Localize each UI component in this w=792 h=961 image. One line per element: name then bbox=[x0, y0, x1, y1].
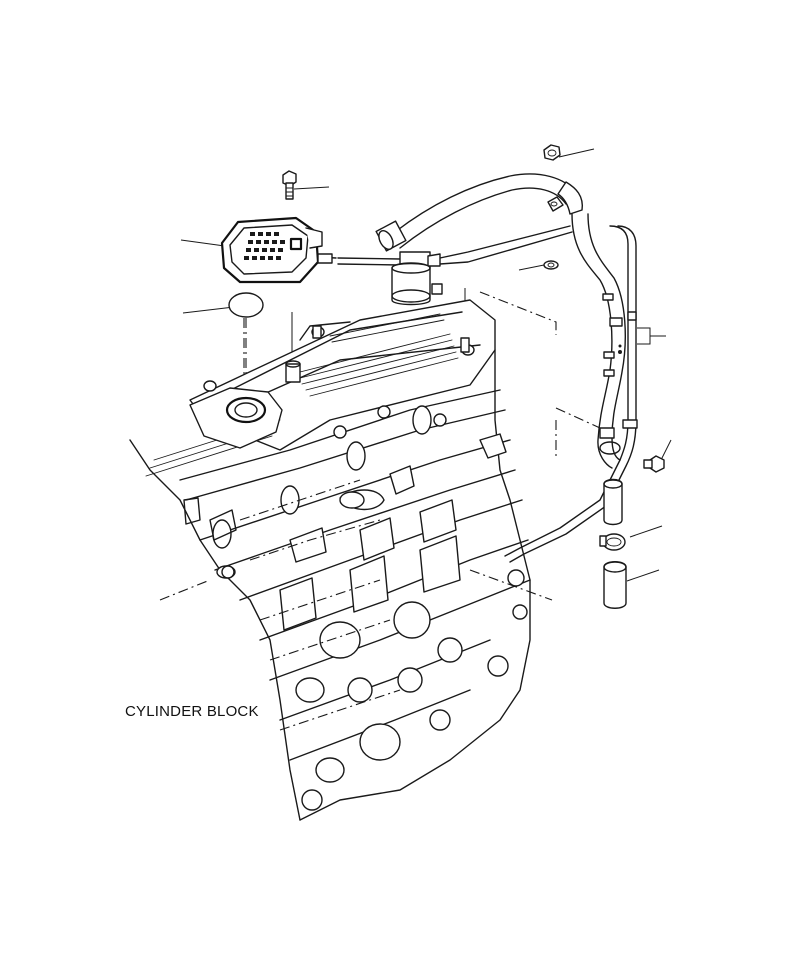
head-bolts bbox=[312, 283, 470, 353]
leader-nut bbox=[558, 148, 595, 158]
hose bbox=[603, 561, 627, 609]
short-tube bbox=[603, 478, 623, 526]
hex-bolt bbox=[282, 170, 297, 200]
cylinder-block-label: CYLINDER BLOCK bbox=[125, 703, 259, 720]
breather-pipe bbox=[337, 173, 583, 306]
hose-clamp bbox=[599, 533, 626, 551]
leader-washer bbox=[518, 264, 545, 271]
controller-module bbox=[220, 216, 337, 284]
leader-clamp-bracket bbox=[637, 327, 651, 345]
vertical-pipe bbox=[504, 213, 638, 563]
port-features bbox=[216, 433, 528, 811]
elbow-fitting bbox=[643, 455, 665, 473]
engine-block bbox=[129, 299, 531, 821]
flange-nut bbox=[543, 144, 561, 161]
injector-bosses bbox=[203, 326, 475, 549]
leader-hose bbox=[626, 569, 660, 582]
oval-gasket bbox=[228, 292, 264, 318]
leader-bolt bbox=[293, 186, 330, 190]
leader-gasket bbox=[182, 306, 235, 314]
leader-hose-clamp bbox=[629, 525, 663, 538]
washer bbox=[543, 260, 559, 270]
leader-lines bbox=[180, 148, 672, 582]
